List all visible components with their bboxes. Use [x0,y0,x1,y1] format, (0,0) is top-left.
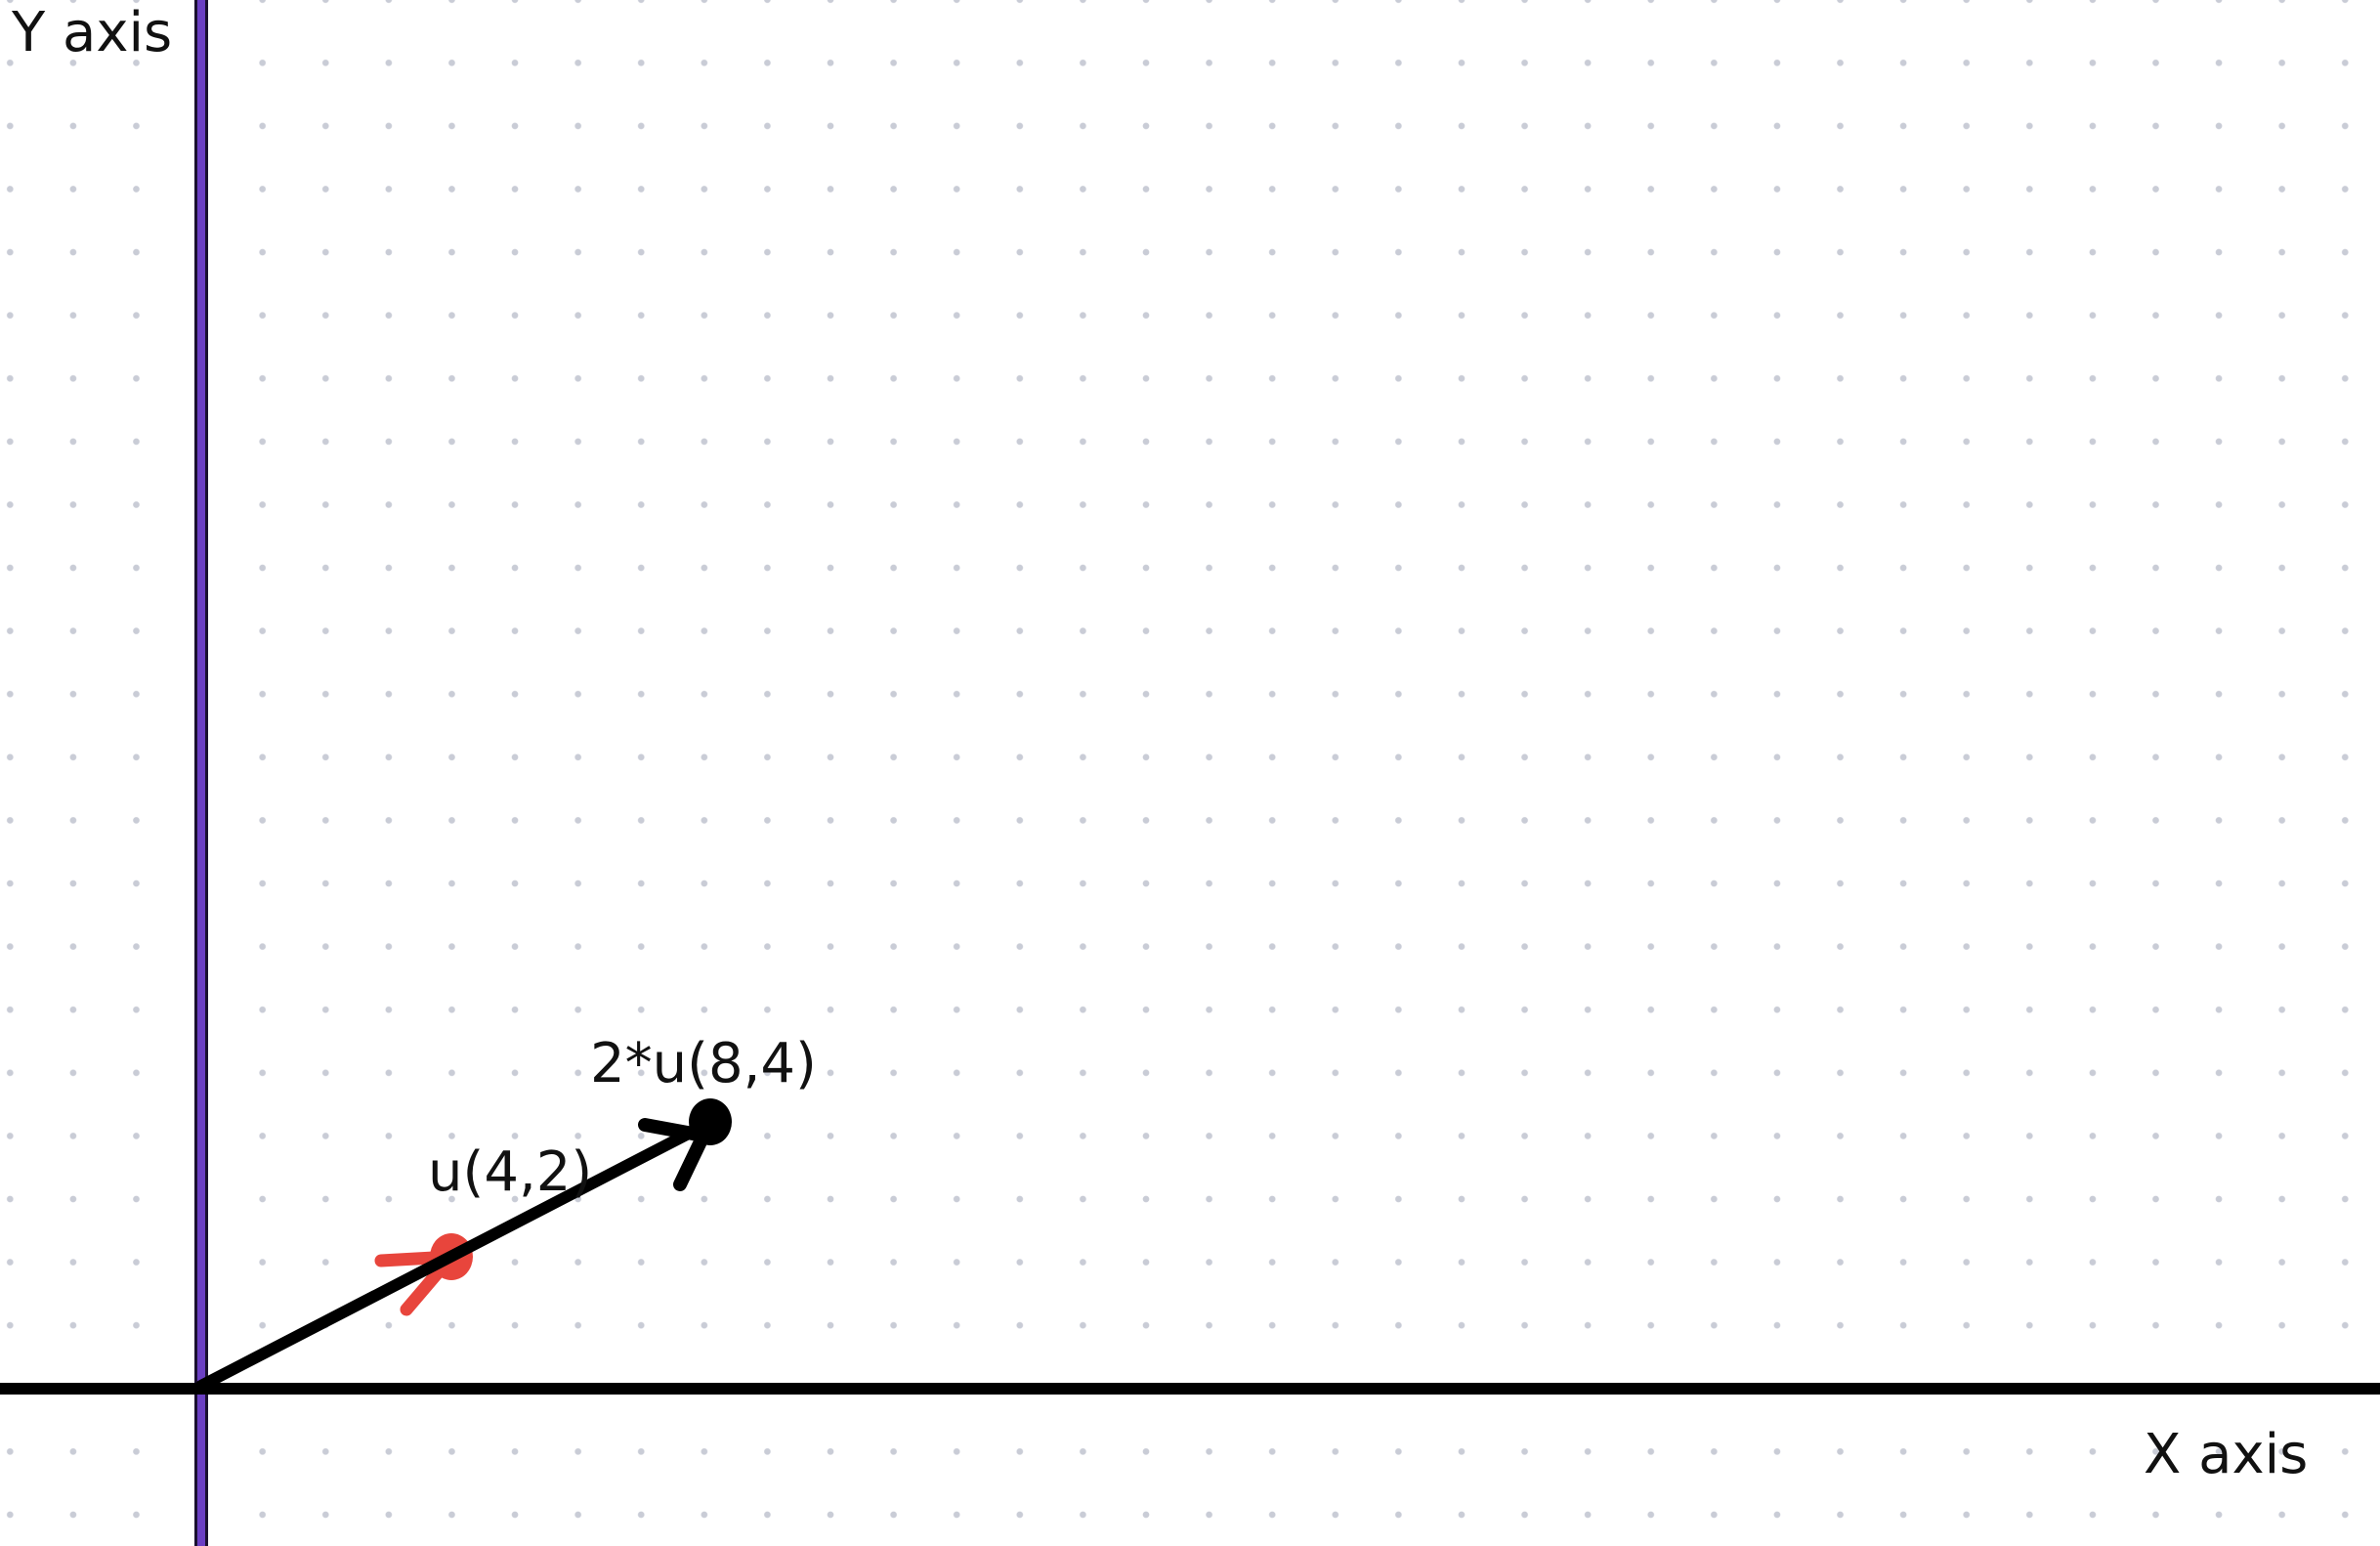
vector-2u-label: 2*u(8,4) [590,1032,817,1095]
y-axis [194,0,208,1546]
vector-2u-endpoint [689,1098,732,1145]
x-axis-label: X axis [2144,1423,2308,1486]
vector-2u [195,1098,732,1392]
vector-u-label: u(4,2) [428,1140,592,1204]
y-axis-label: Y axis [11,1,172,64]
